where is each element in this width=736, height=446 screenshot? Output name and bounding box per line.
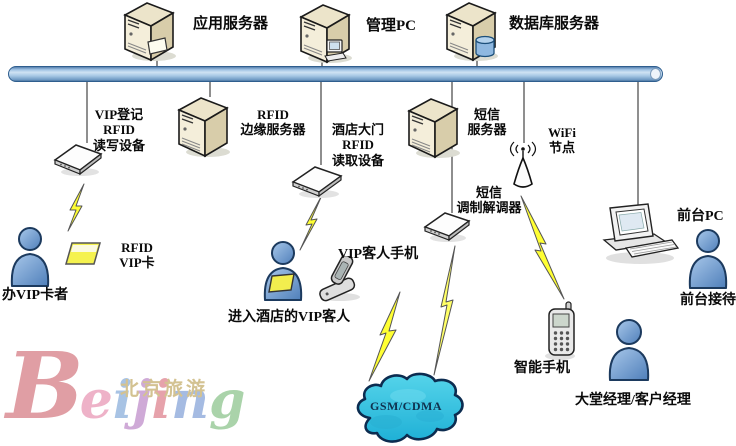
- vip-guest-phone-label: VIP客人手机: [338, 247, 419, 262]
- bus-end-cap: [650, 68, 661, 80]
- rfid-vip-card-icon: [64, 240, 102, 268]
- application-server-icon: [118, 0, 178, 62]
- sms-server-icon: [402, 95, 462, 159]
- management-pc-label: 管理PC: [366, 18, 416, 34]
- lightning-icon: [433, 245, 456, 376]
- network-bus: [8, 66, 663, 82]
- wifi-node-label: WiFi 节点: [548, 125, 576, 156]
- receptionist-person-icon: [684, 228, 732, 290]
- database-server-icon: [440, 0, 502, 62]
- lobby-manager-label: 大堂经理/客户经理: [575, 393, 691, 408]
- front-desk-pc-icon: [596, 200, 680, 266]
- front-desk-reception-label: 前台接待: [680, 293, 736, 308]
- rfid-edge-server-icon: [172, 94, 232, 158]
- lobby-manager-person-icon: [603, 318, 655, 382]
- gsm-cdma-cloud-icon: [348, 370, 468, 446]
- hotel-gate-reader-icon: [291, 163, 343, 199]
- sms-modem-icon: [423, 209, 471, 243]
- vip-registration-reader-icon: [53, 141, 103, 177]
- database-server-label: 数据库服务器: [509, 16, 600, 32]
- lightning-icon: [368, 291, 401, 382]
- flip-phone-icon: [316, 256, 368, 302]
- front-desk-pc-label: 前台PC: [677, 209, 724, 224]
- vip-guest-person-icon: [258, 240, 310, 302]
- management-pc-icon: [294, 2, 354, 64]
- lightning-icon: [67, 183, 85, 232]
- vip-card-applicant-label: 办VIP卡者: [2, 288, 69, 303]
- smartphone-label: 智能手机: [514, 361, 570, 376]
- rfid-edge-server-label: RFID 边缘服务器: [240, 107, 306, 138]
- vip-registration-reader-label: VIP登记 RFID 读写设备: [92, 107, 145, 153]
- watermark-beijing: Beijing 北京旅游: [4, 332, 245, 446]
- cloud-label: GSM/CDMA: [370, 399, 442, 413]
- application-server-label: 应用服务器: [193, 16, 269, 32]
- hotel-gate-reader-label: 酒店大门 RFID 读取设备: [331, 122, 384, 168]
- smartphone-icon: [542, 301, 582, 361]
- watermark-subtitle-text: 北京旅游: [120, 379, 209, 400]
- vip-guest-label: 进入酒店的VIP客人: [228, 310, 351, 325]
- vip-card-in-hand-icon: [268, 273, 295, 293]
- rfid-vip-card-label: RFID VIP卡: [119, 240, 155, 271]
- sms-modem-label: 短信 调制解调器: [456, 185, 522, 216]
- wifi-antenna-icon: [506, 140, 540, 192]
- vip-card-applicant-person-icon: [6, 226, 54, 288]
- sms-server-label: 短信 服务器: [467, 107, 507, 138]
- watermark-brand-text: Beijing: [6, 332, 246, 440]
